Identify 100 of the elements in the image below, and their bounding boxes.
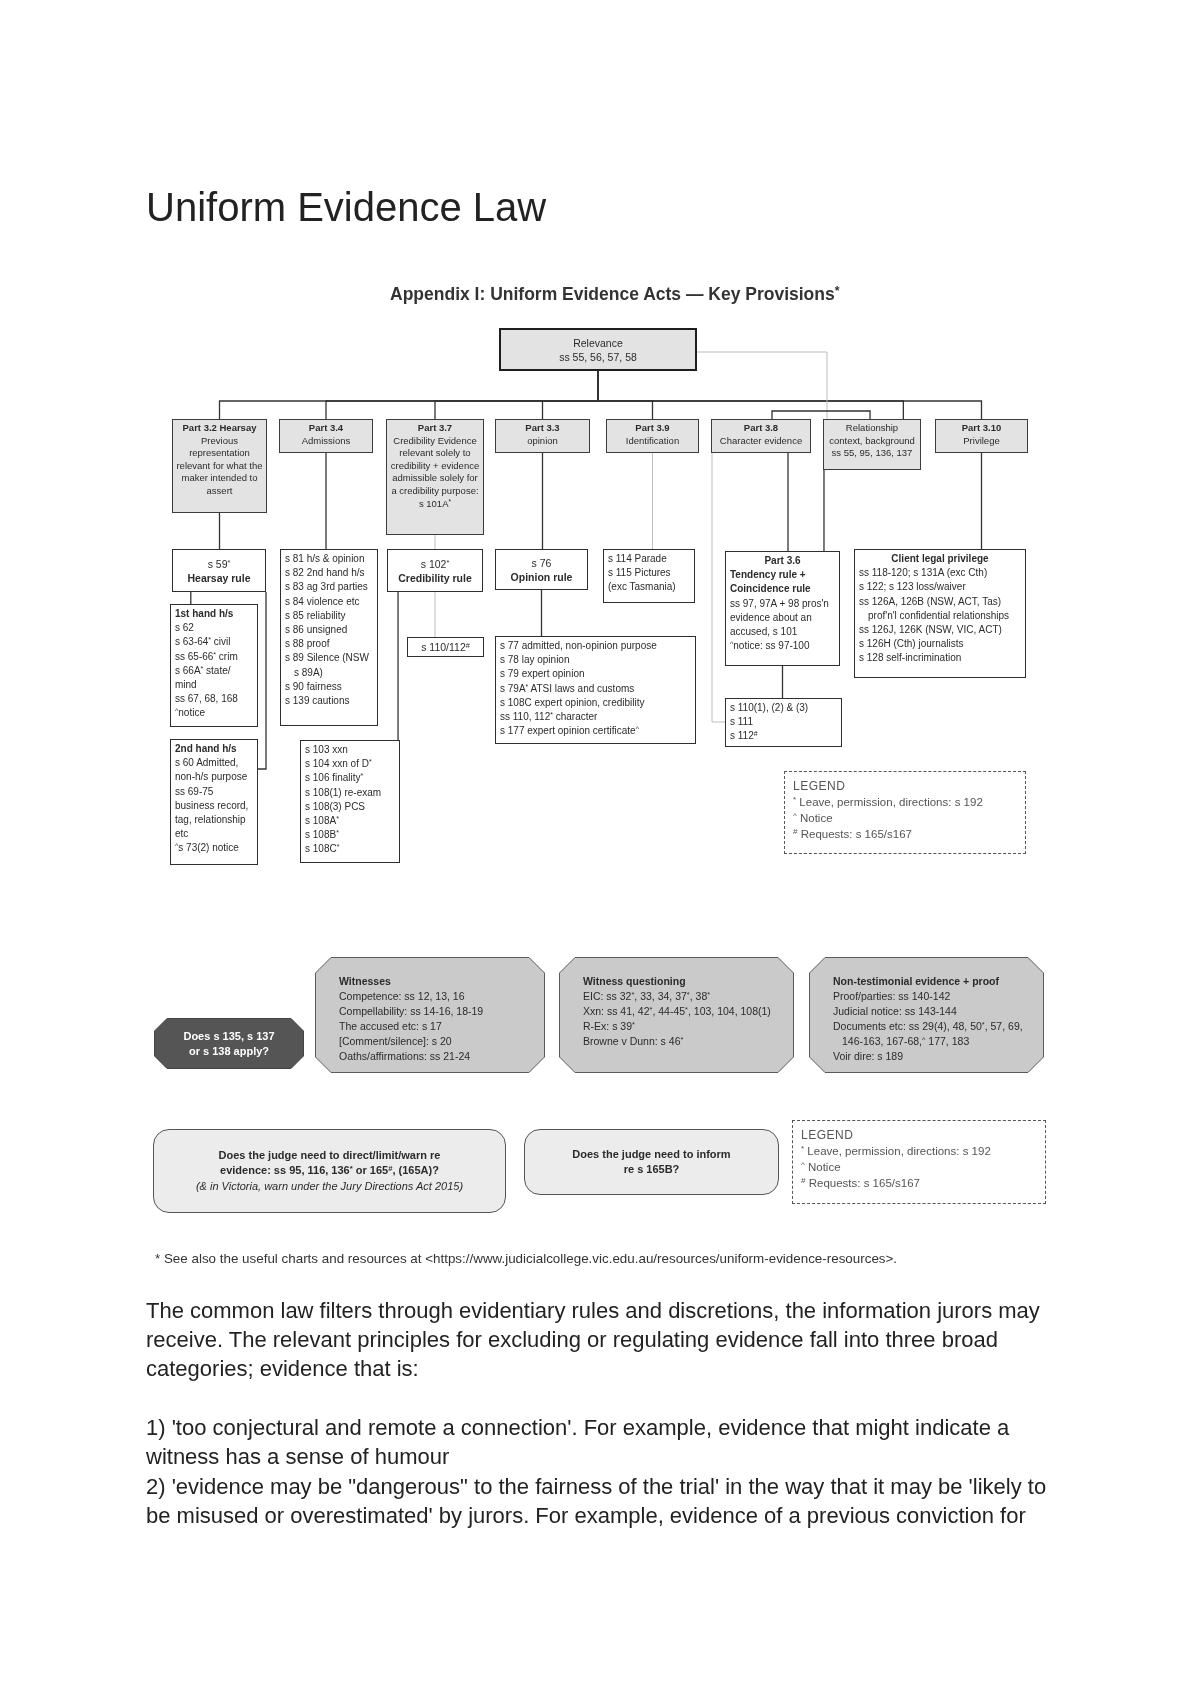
- legend-entry: $^{^}$ Notice: [801, 1159, 841, 1175]
- provision-text: s 59$^{*}$: [207, 556, 231, 571]
- provision-text: [Comment/silence]: s 20: [339, 1034, 452, 1049]
- provision-text: s 115 Pictures (exc Tasmania): [608, 566, 677, 595]
- topic-panel: [559, 957, 794, 1073]
- connector-line: [771, 410, 871, 420]
- provision-text: $^{^}$s 73(2) notice: [175, 841, 239, 856]
- provision-text: ss 55, 56, 57, 58: [559, 349, 637, 364]
- provision-text: opinion: [527, 434, 558, 448]
- provision-text: Relevance: [573, 335, 623, 350]
- provision-text: Identification: [625, 434, 680, 448]
- provision-text: s 106 finality$^{*}$: [305, 771, 364, 786]
- question-text: Does the judge need to inform re s 165B?: [571, 1146, 732, 1177]
- provision-text: s 128 self-incrimination: [859, 651, 962, 666]
- connector-line: [980, 452, 983, 550]
- provision-text: s 102$^{*}$: [420, 556, 450, 571]
- provision-text: ss 110, 112$^{*}$ character: [500, 710, 598, 724]
- question-panel: [524, 1129, 779, 1195]
- question-text: Does s 135, s 137 or s 138 apply?: [182, 1028, 276, 1059]
- provision-text: s 76: [531, 555, 552, 570]
- legend-entry: $^{#}$ Requests: s 165/s167: [793, 826, 912, 842]
- heading-text: Part 3.2 Hearsay: [182, 422, 257, 435]
- provision-text: s 108B$^{*}$: [305, 828, 339, 843]
- legend-entry: $^{^}$ Notice: [793, 810, 833, 826]
- provision-text: Compellability: ss 14-16, 18-19: [339, 1004, 484, 1019]
- provision-text: s 77 admitted, non-opinion purpose: [500, 639, 657, 653]
- part-box: [279, 419, 373, 453]
- connector-line: [397, 591, 399, 741]
- provision-text: s 90 fairness: [285, 679, 342, 694]
- provision-text: R-Ex: s 39$^{*}$: [583, 1019, 635, 1034]
- provision-text: s 82 2nd hand h/s: [285, 566, 365, 581]
- paragraph-text: The common law filters through evidentiary rules and discretions, the information jurors may receive. The relevant principles for excluding or regulating evidence fall into three broad categories; evidence that is:: [146, 1297, 1041, 1383]
- provision-text: s 85 reliability: [285, 608, 346, 623]
- provision-text: ss 67, 68, 168 $^{^}$notice: [175, 692, 239, 721]
- heading-text: Part 3.4: [308, 422, 344, 435]
- provision-text: s 122; s 123 loss/waiver: [859, 580, 966, 595]
- provision-text: s 81 h/s & opinion: [285, 552, 365, 566]
- provision-text: s 108(3) PCS: [305, 799, 366, 814]
- paragraph-text: 1) 'too conjectural and remote a connection'. For example, evidence that might indicate a witness has a sense of humour: [146, 1414, 1011, 1471]
- footnote: * See also the useful charts and resources at <https://www.judicialcollege.vic.edu.au/resources/uniform-evidence-resources>.: [155, 1250, 898, 1267]
- topic-panel: [809, 957, 1044, 1073]
- provision-text: s 110(1), (2) & (3): [730, 701, 809, 715]
- legend-entry: $^{#}$ Requests: s 165/s167: [801, 1175, 920, 1191]
- connector-line: [434, 534, 436, 550]
- provision-box: [170, 604, 258, 727]
- question-text: Does the judge need to direct/limit/warn re evidence: ss 95, 116, 136$^{*}$ or 165$^{#}$, (165A)?: [217, 1147, 442, 1179]
- provision-text: s 177 expert opinion certificate$^{^}$: [500, 724, 639, 739]
- heading-text: Non-testimonial evidence + proof: [833, 974, 999, 989]
- connector-line: [540, 589, 543, 637]
- provision-box: [300, 740, 400, 863]
- provision-box: [725, 551, 840, 666]
- heading-text: 2nd hand h/s: [175, 742, 237, 756]
- connector-line: [696, 351, 828, 420]
- provision-text: ss 118-120; s 131A (exc Cth): [859, 566, 988, 581]
- provision-text: Browne v Dunn: s 46$^{*}$: [583, 1034, 684, 1049]
- provision-text: Voir dire: s 189: [833, 1049, 904, 1064]
- provision-text: s 108C$^{*}$: [305, 842, 340, 857]
- part-box: [935, 419, 1028, 453]
- heading-text: Client legal privilege: [891, 552, 989, 566]
- provision-text: s 110/112$^{#}$: [421, 640, 470, 654]
- provision-box: [170, 739, 258, 865]
- part-box: [711, 419, 811, 453]
- connector-line: [787, 452, 789, 552]
- provision-text: s 112$^{#}$: [730, 729, 758, 744]
- provision-box: [495, 636, 696, 744]
- question-octagon: [154, 1018, 304, 1069]
- heading-text: Part 3.6: [764, 554, 801, 568]
- provision-text: Privilege: [963, 434, 1000, 448]
- topic-panel: [315, 957, 545, 1073]
- diagram-title: Appendix I: Uniform Evidence Acts — Key Provisions$^{*}$: [390, 284, 840, 305]
- provision-text: s 79A$^{*}$ ATSI laws and customs: [500, 681, 635, 696]
- provision-text: EIC: ss 32$^{*}$, 33, 34, 37$^{*}$, 38$^{*}$: [583, 989, 711, 1004]
- provision-box: [725, 698, 842, 747]
- provision-text: Oaths/affirmations: ss 21-24: [339, 1049, 471, 1064]
- heading-text: Part 3.10: [961, 422, 1002, 435]
- legend-entry: $^{*}$ Leave, permission, directions: s 192: [801, 1143, 991, 1159]
- provision-text: s 86 unsigned: [285, 623, 348, 637]
- connector-line: [711, 452, 726, 723]
- connector-line: [781, 665, 784, 699]
- heading-text: Part 3.9: [635, 422, 670, 435]
- provision-text: s 84 violence etc: [285, 594, 360, 609]
- provision-text: s 88 proof: [285, 637, 330, 652]
- provision-text: $^{^}$notice: ss 97-100: [730, 639, 810, 654]
- connector-line: [541, 452, 544, 550]
- provision-text: Judicial notice: ss 143-144: [833, 1004, 957, 1019]
- provision-text: s 108(1) re-exam: [305, 785, 382, 800]
- provision-text: The accused etc: s 17: [339, 1019, 442, 1034]
- part-box: [823, 419, 921, 470]
- heading-text: Part 3.8: [743, 422, 779, 435]
- provision-text: Admissions: [301, 434, 351, 448]
- provision-text: s 83 ag 3rd parties: [285, 580, 368, 595]
- connector-line: [257, 591, 267, 770]
- provision-text: s 139 cautions: [285, 694, 350, 709]
- page-title: Uniform Evidence Law: [146, 184, 547, 230]
- provision-text: s 62: [175, 621, 194, 636]
- provision-text: s 108A$^{*}$: [305, 814, 339, 828]
- heading-text: Witness questioning: [583, 974, 686, 989]
- provision-box: [854, 549, 1026, 678]
- provision-box: [280, 549, 378, 726]
- heading-text: Hearsay rule: [187, 570, 251, 585]
